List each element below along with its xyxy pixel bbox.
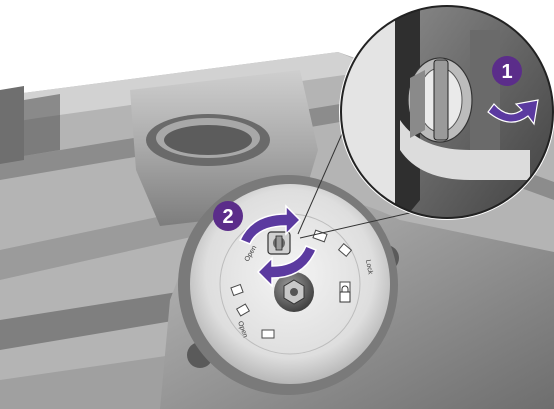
step-1-badge: 1 (492, 56, 522, 86)
dial-screw (268, 232, 290, 254)
step-2-badge: 2 (213, 201, 243, 231)
step-2-number: 2 (222, 206, 233, 228)
step-1-number: 1 (501, 61, 512, 83)
